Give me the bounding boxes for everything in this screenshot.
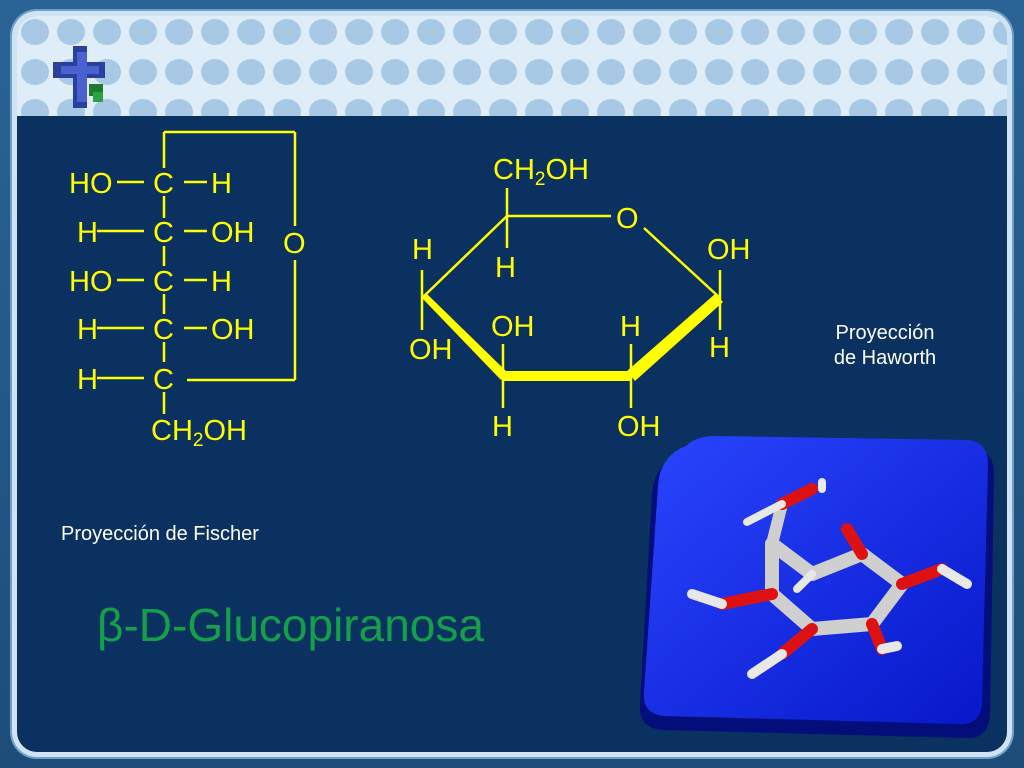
page-title: β-D-Glucopiranosa [97,598,484,652]
fischer-row4-left: H [77,314,98,346]
cross-logo-icon [53,46,105,108]
title-beta-symbol: β [97,599,124,651]
title-text: -D-Glucopiranosa [123,599,484,651]
haworth-ring-oxygen: O [616,203,639,235]
fischer-row2-left: H [77,217,98,249]
fischer-row3-left: HO [69,266,113,298]
fischer-row3-carbon: C [153,266,174,298]
fischer-ch2oh: CH2OH [151,415,247,451]
fischer-row1-carbon: C [153,168,174,200]
fischer-row3-right: H [211,266,232,298]
slide-frame: HO C H H C OH HO C H H C OH H C O CH2OH [17,16,1007,752]
haworth-c1-h: H [709,332,730,364]
header-band [17,16,1007,116]
fischer-projection: HO C H H C OH HO C H H C OH H C O CH2OH [69,130,306,451]
haworth-caption-line2: de Haworth [833,347,937,369]
haworth-c3-oh-up: OH [491,311,535,343]
haworth-ch2oh: CH2OH [493,154,589,190]
haworth-c5-h: H [495,252,516,284]
fischer-row2-carbon: C [153,217,174,249]
fischer-row5-carbon: C [153,364,174,396]
fischer-row2-right: OH [211,217,255,249]
fischer-row4-carbon: C [153,314,174,346]
haworth-projection: CH2OH O H H OH [409,154,751,443]
molecule-3d-model-image [639,436,994,739]
fischer-caption: Proyección de Fischer [61,523,259,545]
haworth-c3-h: H [492,411,513,443]
haworth-c1-oh: OH [707,234,751,266]
header-dots-pattern [17,16,1007,116]
fischer-ring-oxygen: O [283,228,306,260]
haworth-c2-h-up: H [620,311,641,343]
haworth-c2-oh: OH [617,411,661,443]
fischer-row5-left: H [77,364,98,396]
haworth-caption-line1: Proyección [835,322,935,344]
haworth-c4-oh: OH [409,334,453,366]
fischer-row1-left: HO [69,168,113,200]
fischer-row4-right: OH [211,314,255,346]
structure-diagrams: HO C H H C OH HO C H H C OH H C O CH2OH [69,130,751,451]
haworth-caption: Proyección de Haworth [805,321,965,371]
fischer-row1-right: H [211,168,232,200]
haworth-c4-h: H [412,234,433,266]
